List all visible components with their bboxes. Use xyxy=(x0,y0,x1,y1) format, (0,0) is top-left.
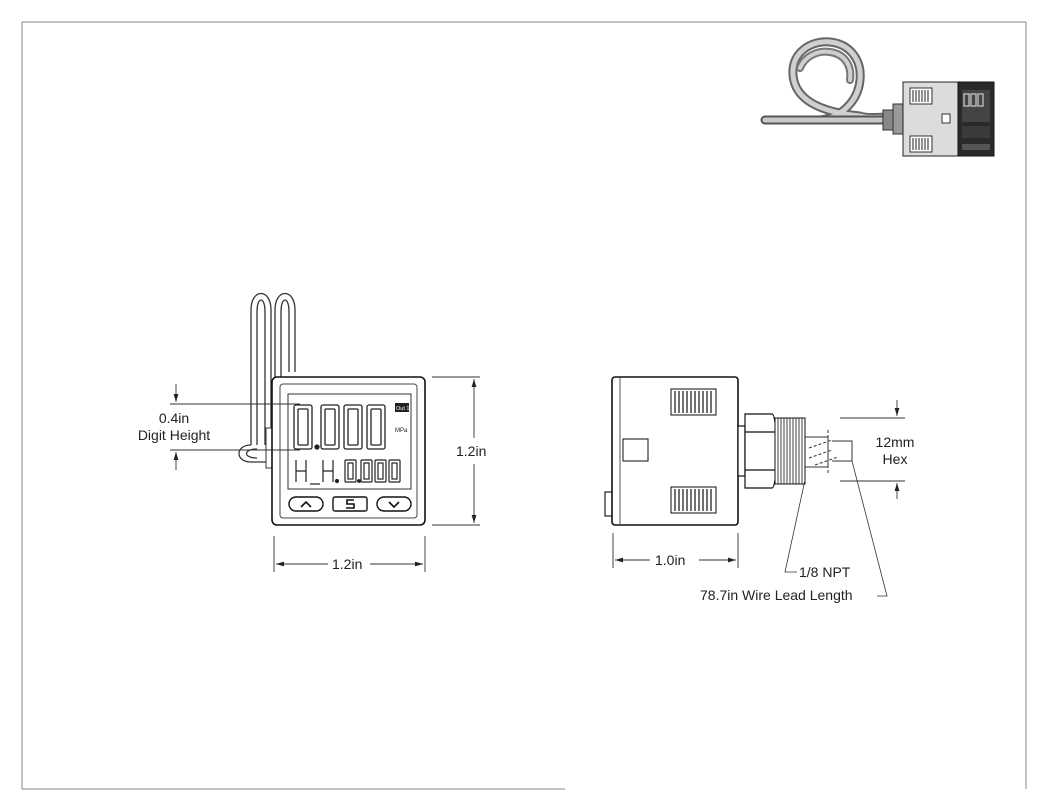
hex-label: 12mm Hex xyxy=(866,434,924,468)
front-body xyxy=(271,376,426,526)
front-height-label: 1.2in xyxy=(456,443,487,460)
front-width-dimension xyxy=(273,536,426,572)
side-window xyxy=(622,438,649,462)
front-cable-loops xyxy=(238,292,296,463)
down-button[interactable] xyxy=(376,496,412,512)
sub-display xyxy=(295,459,401,485)
digit-height-dimension xyxy=(170,384,300,470)
drawing-frame xyxy=(21,21,1027,790)
digit-height-label: 0.4in Digit Height xyxy=(124,410,224,444)
hex-nut xyxy=(737,413,778,489)
thread-label: 1/8 NPT xyxy=(799,564,851,581)
digit-height-caption: Digit Height xyxy=(137,427,211,443)
side-vents-top xyxy=(670,388,717,416)
side-depth-label: 1.0in xyxy=(655,552,686,569)
front-height-dimension xyxy=(432,376,480,526)
front-view: Out 1 Out 1 MPa xyxy=(170,292,480,572)
thumb-body xyxy=(902,81,995,157)
side-depth-dimension xyxy=(612,533,739,568)
wire-lead-label: 78.7in Wire Lead Length xyxy=(700,587,853,604)
unit-label: MPa xyxy=(395,428,408,434)
main-digits xyxy=(293,404,386,450)
hex-dimension xyxy=(840,400,905,499)
side-vents-bottom xyxy=(670,486,717,514)
front-width-label: 1.2in xyxy=(332,556,363,573)
set-button[interactable] xyxy=(332,496,368,512)
hex-caption: Hex xyxy=(882,451,908,467)
coiled-cable xyxy=(760,37,913,125)
up-button[interactable] xyxy=(288,496,324,512)
isometric-view xyxy=(760,37,995,157)
hex-size: 12mm xyxy=(875,434,915,450)
port-pipe xyxy=(805,430,853,475)
side-view xyxy=(604,376,905,597)
unit-badge-text: Out 1 xyxy=(396,406,409,412)
npt-thread xyxy=(774,417,806,485)
front-buttons xyxy=(288,496,412,512)
digit-height-value: 0.4in xyxy=(158,410,190,426)
leader-lines xyxy=(784,460,888,597)
